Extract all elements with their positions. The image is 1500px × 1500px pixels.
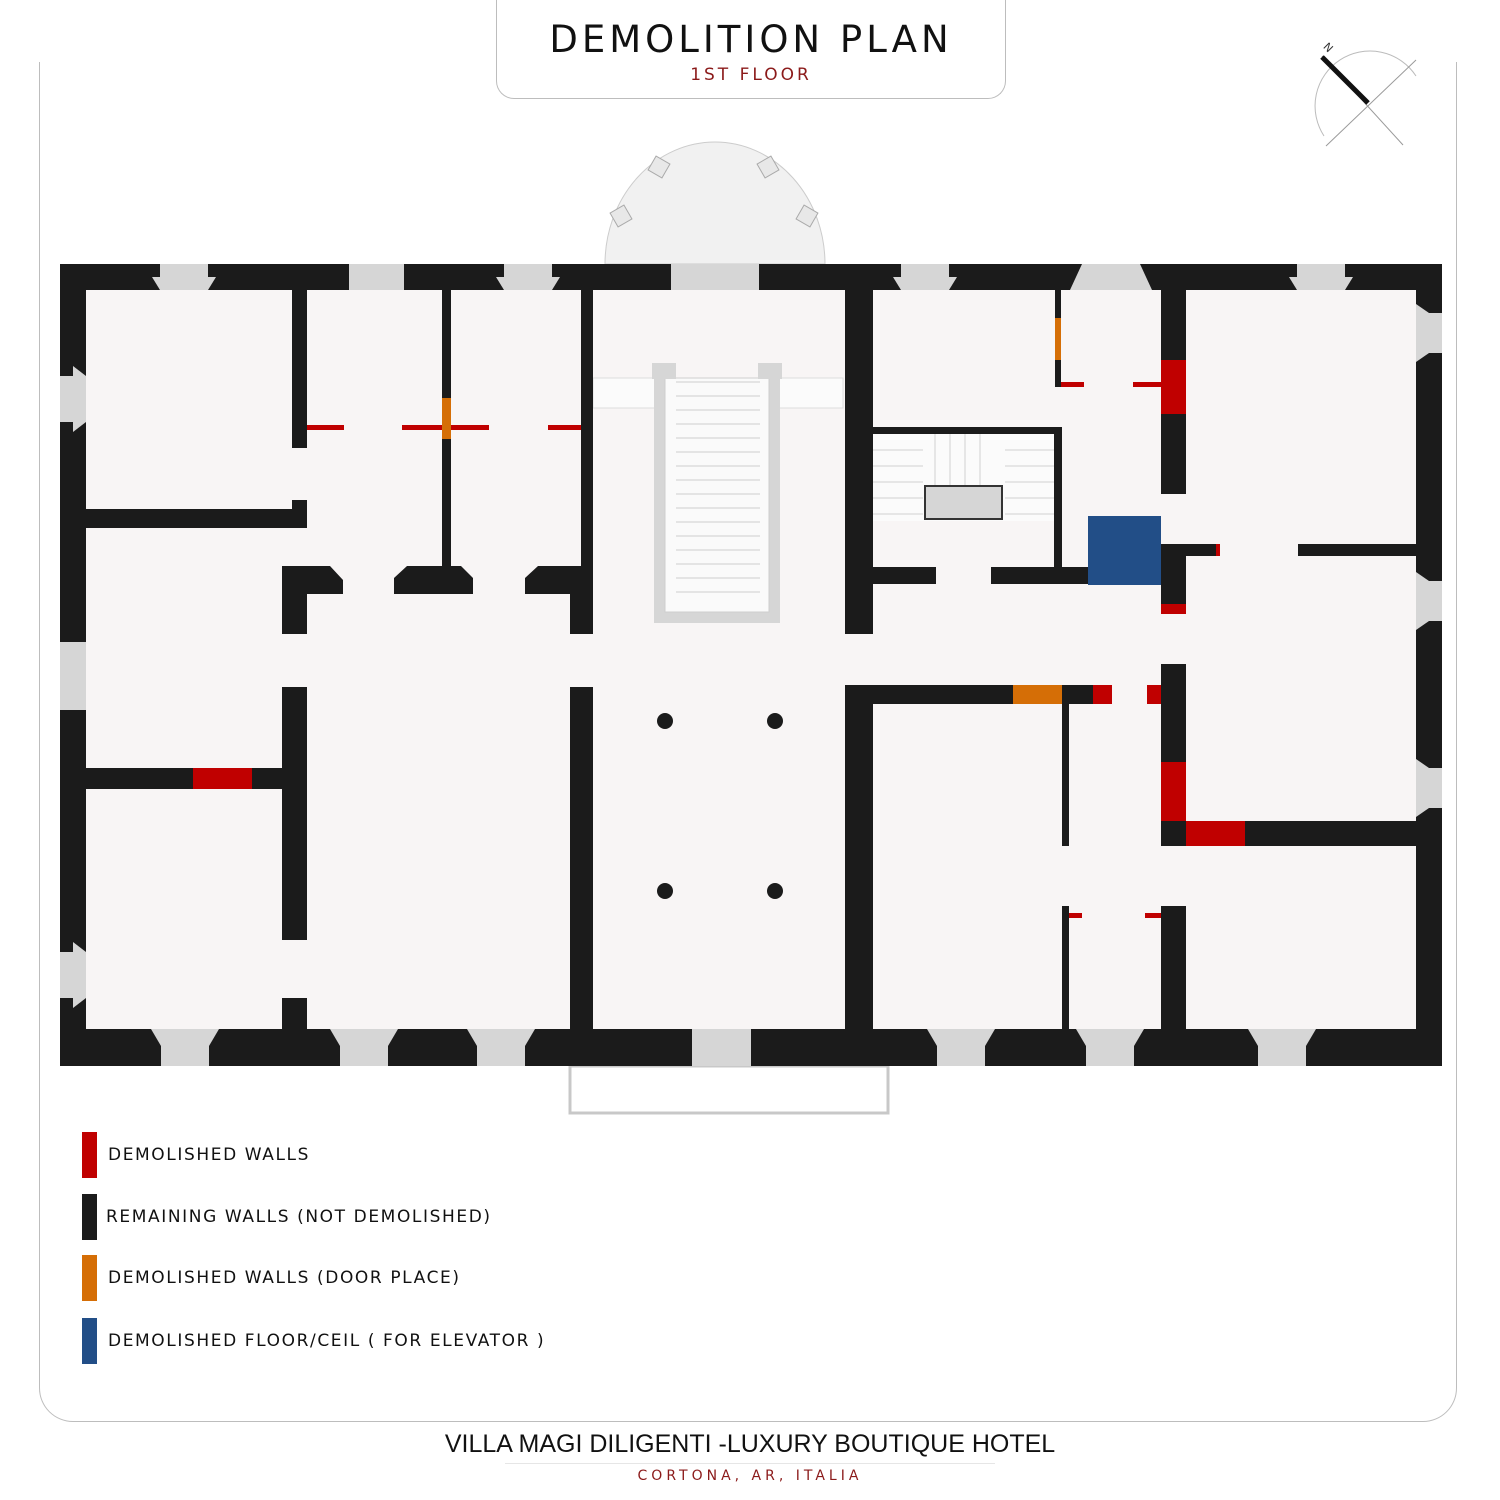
- legend-label: DEMOLISHED FLOOR/CEIL ( FOR ELEVATOR ): [108, 1331, 546, 1351]
- entrance-terrace: [568, 1064, 890, 1115]
- plan-subtitle: 1ST FLOOR: [690, 65, 812, 85]
- legend-label: DEMOLISHED WALLS: [108, 1145, 311, 1165]
- drawing-sheet-frame: [39, 62, 1457, 1422]
- rotunda-bay: [604, 141, 826, 265]
- service-staircase: [873, 433, 1056, 521]
- legend-label: DEMOLISHED WALLS (DOOR PLACE): [108, 1268, 461, 1288]
- main-staircase: [592, 363, 844, 623]
- legend-swatch-orange: [82, 1255, 97, 1301]
- demolished-door-walls: [442, 318, 1062, 704]
- footer-divider: [505, 1463, 995, 1464]
- north-arrow-compass-icon: N: [1314, 40, 1417, 147]
- plan-title: DEMOLITION PLAN: [549, 18, 953, 61]
- hall-columns: [657, 713, 783, 899]
- legend-swatch-black: [82, 1194, 97, 1240]
- title-block: DEMOLITION PLAN 1ST FLOOR: [496, 0, 1006, 99]
- project-location: CORTONA, AR, ITALIA: [637, 1468, 863, 1484]
- project-name: VILLA MAGI DILIGENTI -LUXURY BOUTIQUE HO…: [444, 1430, 1056, 1458]
- legend-swatch-red: [82, 1132, 97, 1178]
- window-openings: [60, 264, 1442, 1066]
- elevator-shaft: [1088, 516, 1161, 585]
- legend-label: REMAINING WALLS (NOT DEMOLISHED): [106, 1207, 492, 1227]
- legend-swatch-blue: [82, 1318, 97, 1364]
- compass-north-label: N: [1321, 40, 1336, 55]
